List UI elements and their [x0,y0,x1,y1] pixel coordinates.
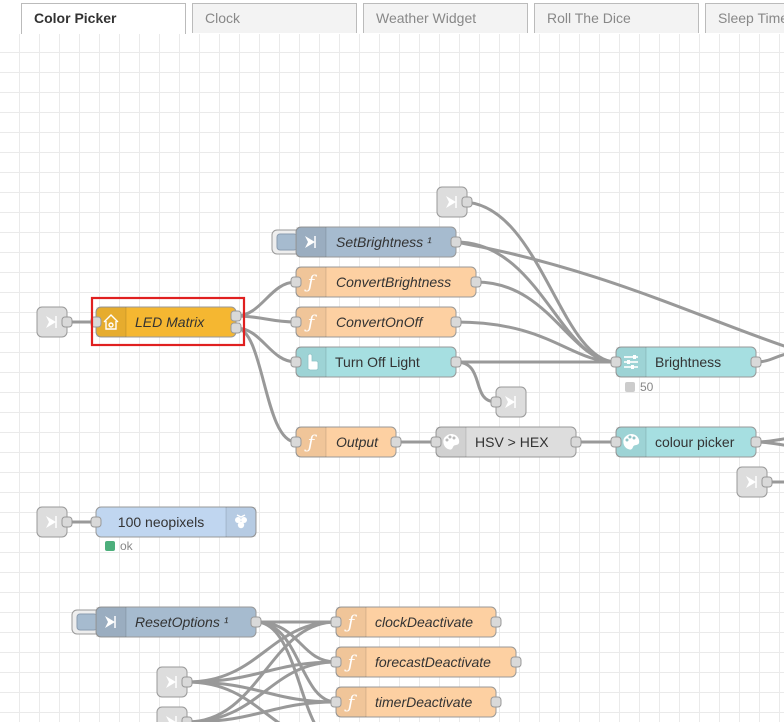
wire [455,240,784,348]
wire [186,620,337,722]
node-label: Brightness [655,354,721,370]
function-node-convertonoff[interactable]: ƒ ConvertOnOff [290,306,462,338]
link-out-node[interactable] [490,386,527,418]
status-text: 50 [640,380,654,394]
flow-canvas: SetBrightness ¹ ƒ ConvertBrightness ƒ Co… [36,186,784,722]
node-label: clockDeactivate [375,614,473,630]
hand-pointer-icon [307,353,319,371]
button-node-turn-off-light[interactable]: Turn Off Light [290,346,462,378]
status-text: ok [120,539,134,553]
function-icon: ƒ [304,432,318,453]
function-icon: ƒ [304,272,318,293]
node-label: ResetOptions ¹ [135,614,229,630]
color-convert-node-hsv-hex[interactable]: HSV > HEX [430,426,582,458]
inject-node-resetoptions[interactable]: ResetOptions ¹ [71,606,262,638]
function-icon: ƒ [344,692,358,713]
node-label: Output [336,434,379,450]
wire [461,200,617,364]
function-node-forecastdeactivate[interactable]: ƒ forecastDeactivate [330,646,522,678]
tab-weather-widget[interactable]: Weather Widget [363,3,528,33]
flow-workspace[interactable]: SetBrightness ¹ ƒ ConvertBrightness ƒ Co… [0,34,784,722]
home-icon [103,314,119,330]
node-label: SetBrightness ¹ [336,234,432,250]
tab-roll-the-dice[interactable]: Roll The Dice [534,3,699,33]
slider-node-brightness[interactable]: Brightness 50 [610,346,762,394]
raspberry-pi-icon [235,514,247,529]
workspace-tab-bar: Color Picker Clock Weather Widget Roll T… [0,0,784,35]
link-in-node[interactable] [156,666,193,698]
link-in-node[interactable] [156,706,193,722]
led-matrix-node[interactable]: LED Matrix [90,306,242,338]
node-label: timerDeactivate [375,694,472,710]
colour-picker-node[interactable]: colour picker [610,426,762,458]
node-label: Turn Off Light [335,354,420,370]
wire [455,320,617,364]
link-in-node[interactable] [736,466,773,498]
wire [235,314,297,324]
wire [186,660,337,722]
sliders-icon [624,355,638,369]
tab-sleep-time[interactable]: Sleep Time [705,3,784,33]
wire [475,280,617,364]
inject-node-setbrightness[interactable]: SetBrightness ¹ [271,226,462,258]
node-label: forecastDeactivate [375,654,491,670]
function-node-convertbrightness[interactable]: ƒ ConvertBrightness [290,266,482,298]
link-in-node[interactable] [36,506,73,538]
node-label: ConvertBrightness [336,274,451,290]
node-label: LED Matrix [135,314,205,330]
node-label: HSV > HEX [475,434,549,450]
wires [67,200,784,722]
link-in-node[interactable] [436,186,473,218]
tab-color-picker[interactable]: Color Picker [21,3,186,34]
function-node-output[interactable]: ƒ Output [290,426,402,458]
palette-icon [623,434,640,450]
function-icon: ƒ [304,312,318,333]
selection-highlight-box [90,296,246,347]
node-label: 100 neopixels [118,514,204,530]
function-icon: ƒ [344,612,358,633]
wire [455,360,497,404]
wire [255,620,316,722]
link-in-node[interactable] [36,306,73,338]
wire [186,700,337,722]
palette-icon [443,434,460,450]
status-indicator [105,541,115,551]
status-indicator [625,382,635,392]
neopixels-node[interactable]: 100 neopixels ok [90,506,257,553]
function-node-clockdeactivate[interactable]: ƒ clockDeactivate [330,606,502,638]
node-label: ConvertOnOff [336,314,424,330]
node-label: colour picker [655,434,735,450]
function-icon: ƒ [344,652,358,673]
function-node-timerdeactivate[interactable]: ƒ timerDeactivate [330,686,502,718]
tab-clock[interactable]: Clock [192,3,357,33]
